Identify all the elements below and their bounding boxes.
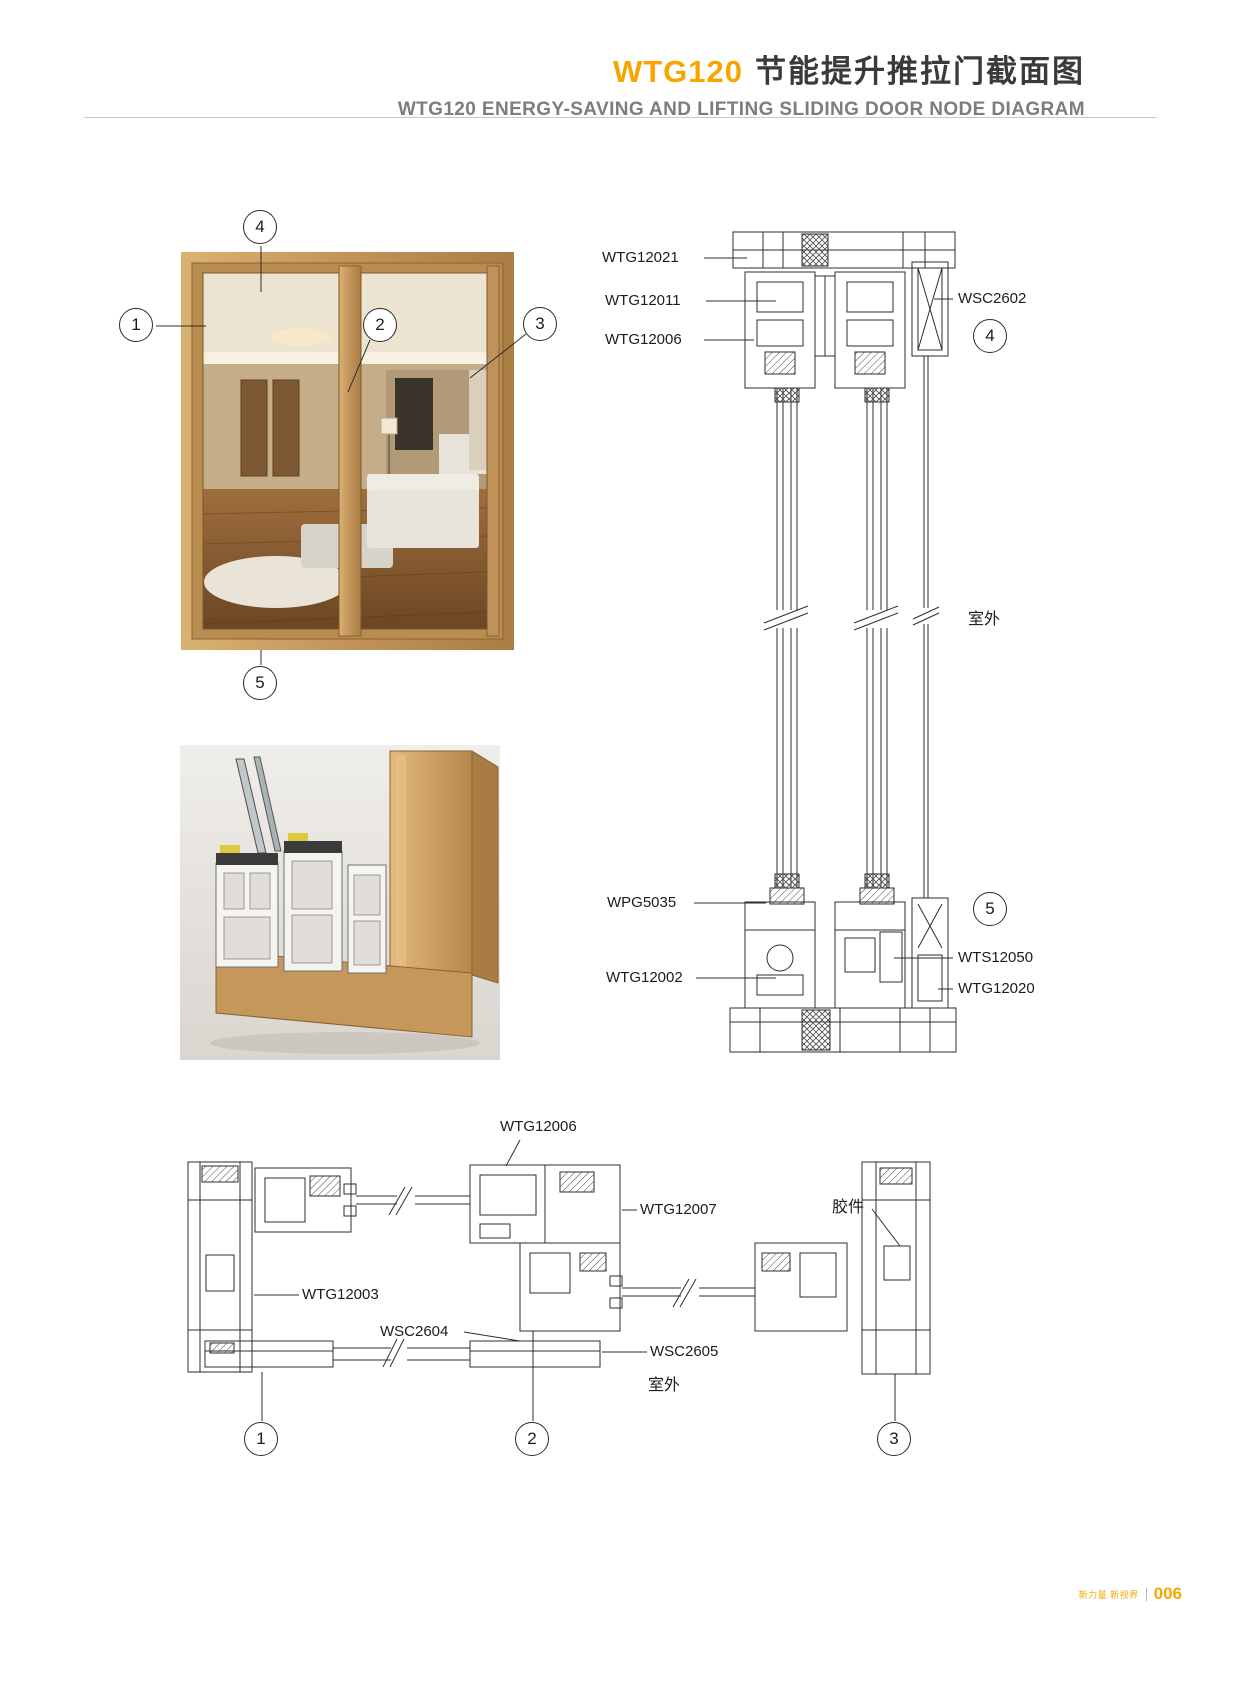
- horizontal-section-drawing: [187, 1139, 931, 1421]
- horizontal-section-callout-2: 2: [515, 1422, 549, 1456]
- label-wsc2605: WSC2605: [650, 1343, 719, 1360]
- door-callout-3: 3: [523, 307, 557, 341]
- page-subtitle: WTG120 ENERGY-SAVING AND LIFTING SLIDING…: [397, 99, 1085, 120]
- label-wtg12021: WTG12021: [602, 249, 679, 266]
- footer-page-number: 006: [1153, 1584, 1182, 1603]
- label-wts12050: WTS12050: [958, 949, 1034, 966]
- footer-divider: [1145, 1587, 1147, 1601]
- label-outdoor-vertical: 室外: [968, 611, 1001, 628]
- vertical-section-callout-5: 5: [973, 892, 1007, 926]
- door-callout-2: 2: [363, 308, 397, 342]
- label-wtg12011: WTG12011: [605, 292, 681, 309]
- header-divider: [84, 117, 1157, 118]
- label-wsc2602: WSC2602: [958, 290, 1027, 307]
- door-callout-5: 5: [243, 666, 277, 700]
- door-callout-4: 4: [243, 210, 277, 244]
- horizontal-section-callout-1: 1: [244, 1422, 278, 1456]
- vertical-section-drawing: [694, 231, 957, 1053]
- label-wpg5035: WPG5035: [607, 894, 677, 911]
- footer-tagline: 新力量.新视界: [1078, 1589, 1139, 1600]
- door-callout-1: 1: [119, 308, 153, 342]
- label-glue-part: 胶件: [832, 1199, 865, 1216]
- label-wsc2604: WSC2604: [380, 1323, 449, 1340]
- label-wtg12002: WTG12002: [606, 969, 683, 986]
- door-rendering: [181, 252, 514, 650]
- vertical-section-callout-4: 4: [973, 319, 1007, 353]
- title-chinese: 节能提升推拉门截面图: [755, 54, 1085, 89]
- label-wtg12006-vertical: WTG12006: [605, 331, 682, 348]
- profile-3d-rendering: [180, 745, 500, 1060]
- title-model-code: WTG120: [612, 54, 743, 89]
- label-wtg12006-horizontal: WTG12006: [500, 1118, 577, 1135]
- horizontal-section-callout-3: 3: [877, 1422, 911, 1456]
- page-header: WTG120 节能提升推拉门截面图 WTG120 ENERGY-SAVING AN…: [398, 46, 1085, 121]
- label-wtg12020: WTG12020: [958, 980, 1035, 997]
- label-wtg12007: WTG12007: [640, 1201, 717, 1218]
- label-outdoor-horizontal: 室外: [648, 1377, 681, 1394]
- page-title: WTG120 节能提升推拉门截面图: [398, 46, 1085, 91]
- label-wtg12003: WTG12003: [302, 1286, 379, 1303]
- page-footer: 新力量.新视界 006: [1079, 1584, 1182, 1604]
